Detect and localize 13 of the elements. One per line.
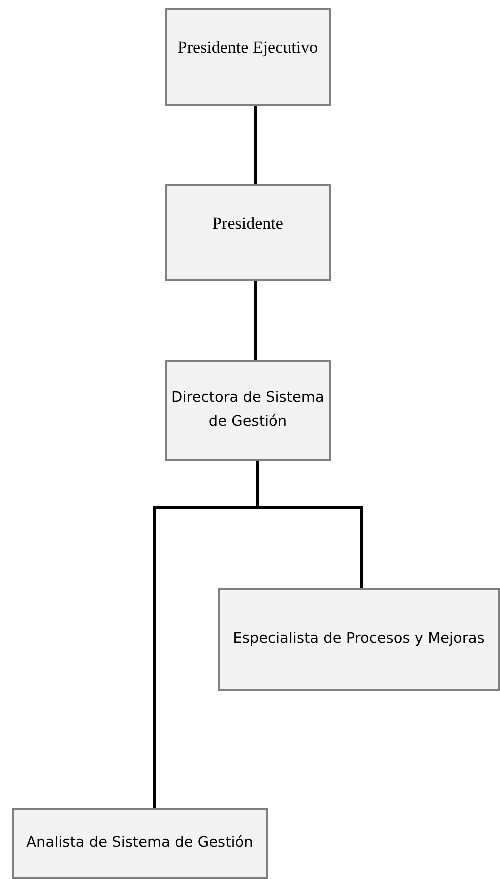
role-title: Especialista de Procesos y Mejoras <box>233 630 485 649</box>
role-box <box>12 808 268 879</box>
role-box <box>165 184 331 281</box>
connector-line <box>154 461 260 808</box>
role-title: Directora de Sistema de Gestión <box>171 389 325 432</box>
role-box <box>218 588 500 691</box>
connector-line <box>254 106 258 184</box>
role-title: Presidente <box>212 213 284 235</box>
role-box <box>165 360 331 461</box>
role-box <box>165 8 331 106</box>
role-title: Presidente Ejecutivo <box>178 37 318 59</box>
role-title: Analista de Sistema de Gestión <box>26 834 254 853</box>
connector-line <box>254 281 258 360</box>
